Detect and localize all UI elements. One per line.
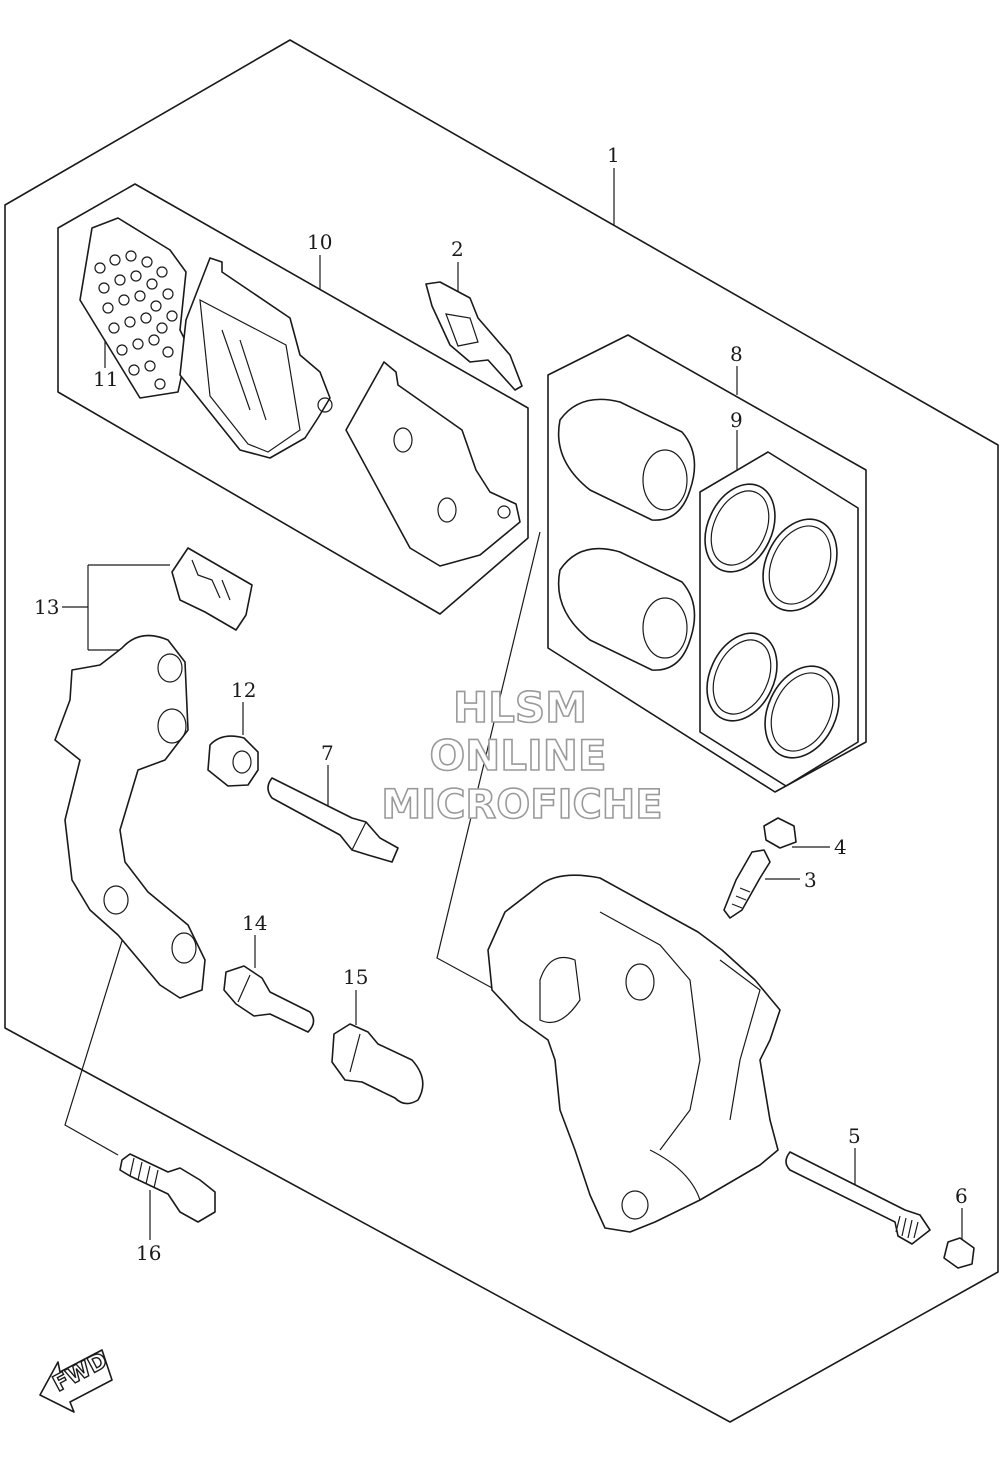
boot-part	[207, 735, 259, 787]
callout-8: 8	[730, 342, 743, 366]
brake-pad-back-part	[345, 361, 521, 567]
callout-16: 16	[136, 1241, 161, 1265]
callout-7: 7	[321, 741, 334, 765]
bracket-clip-part	[171, 547, 253, 631]
piston-upper-part	[557, 398, 696, 521]
caliper-bracket-part	[54, 634, 206, 999]
slide-pin-upper-part	[267, 777, 399, 863]
callout-1: 1	[607, 143, 620, 167]
callout-11: 11	[93, 367, 118, 391]
piston-lower-part	[557, 547, 696, 671]
caliper-assembly-outline	[4, 39, 999, 1423]
pin-bolt-part	[331, 1023, 424, 1105]
seal-rings-part	[704, 483, 840, 759]
piston-set-group-box	[547, 334, 867, 793]
callout-numbers: 1 2 3 4 5 6 7 8 9 10 11 12 13 14 15 16	[34, 143, 968, 1265]
callout-12: 12	[231, 678, 256, 702]
pad-pin-part	[785, 1151, 931, 1245]
callout-10: 10	[307, 230, 332, 254]
bleeder-cap-part	[763, 817, 797, 849]
watermark-line-2: ONLINE	[429, 731, 606, 780]
brake-pad-front-part	[179, 257, 333, 459]
pad-set-group-box	[57, 183, 529, 615]
callout-5: 5	[848, 1124, 861, 1148]
leader-lines	[62, 168, 963, 1245]
pad-pin-plug-part	[943, 1237, 975, 1269]
callout-9: 9	[730, 408, 743, 432]
slide-pin-lower-part	[223, 965, 315, 1033]
seal-set-group-box	[699, 451, 859, 787]
watermark-line-3: MICROFICHE	[381, 782, 662, 828]
bracket-bolt-part	[119, 1153, 216, 1223]
callout-4: 4	[834, 835, 847, 859]
callout-6: 6	[955, 1184, 968, 1208]
forward-direction-arrow: FWD	[39, 1348, 113, 1413]
bleeder-valve-part	[723, 849, 771, 919]
callout-2: 2	[451, 237, 464, 261]
caliper-body-part	[487, 874, 781, 1233]
pad-spring-part	[425, 281, 523, 391]
watermark: HLSM ONLINE MICROFICHE	[381, 682, 664, 829]
callout-14: 14	[242, 911, 267, 935]
callout-3: 3	[804, 868, 817, 892]
callout-13: 13	[34, 595, 59, 619]
callout-15: 15	[343, 965, 368, 989]
watermark-line-1: HLSM	[453, 683, 587, 732]
